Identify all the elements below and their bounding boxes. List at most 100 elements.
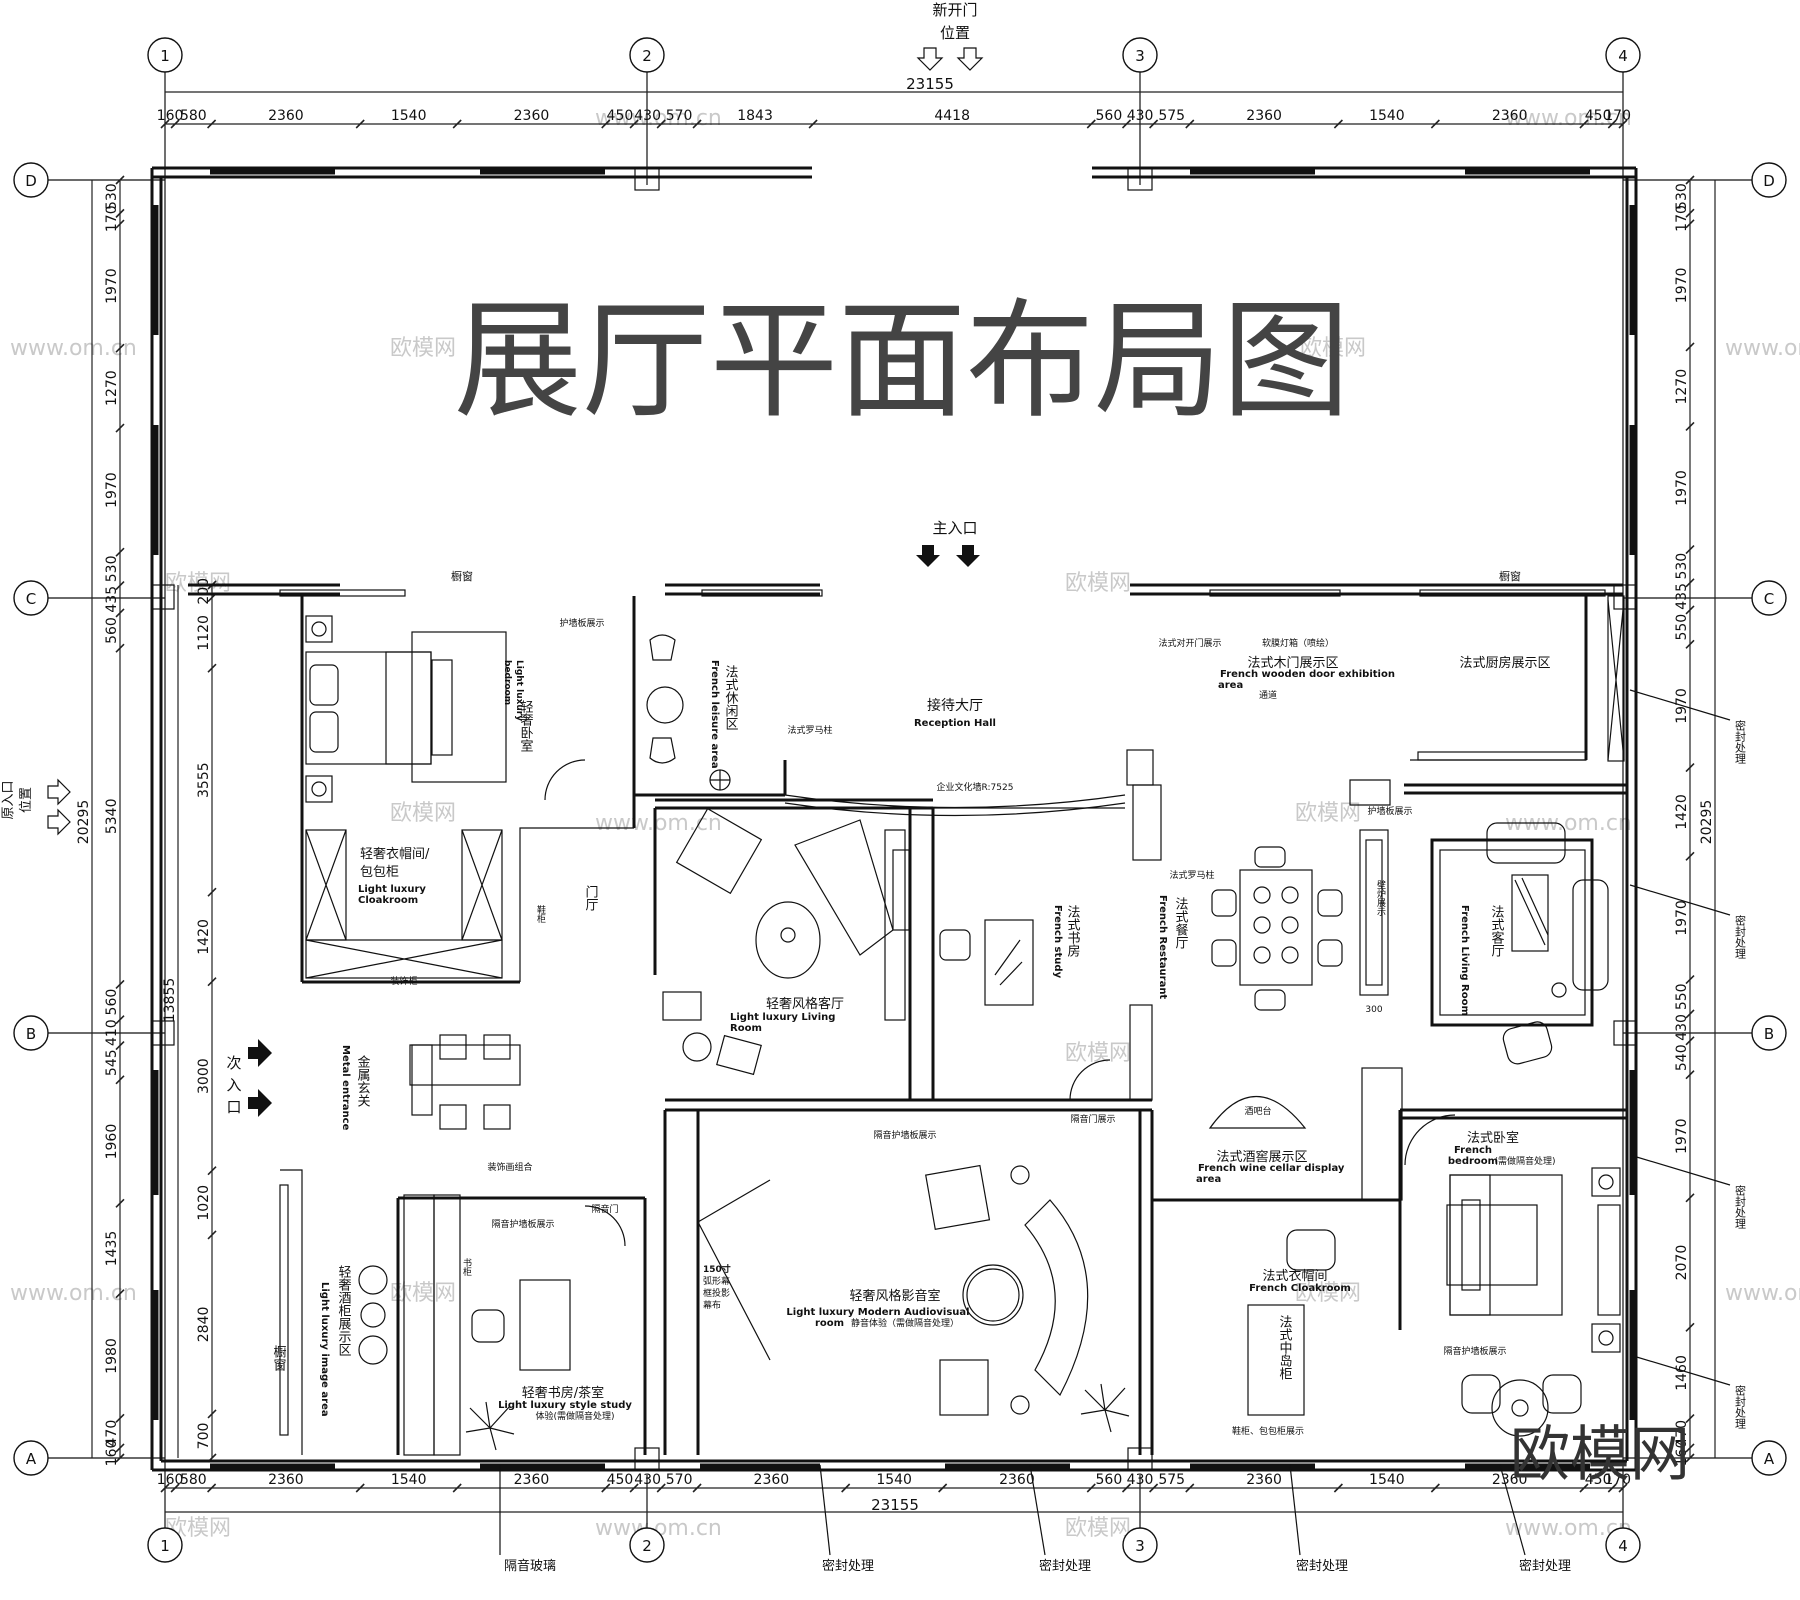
grid-col-label: 3 xyxy=(1135,47,1145,65)
grid-row-label: A xyxy=(1764,1450,1775,1468)
kitchen-label: 法式厨房展示区 xyxy=(1459,655,1550,671)
dimension-value: 530 xyxy=(1674,553,1690,580)
fireplace-label: 壁炉展示 xyxy=(1375,879,1386,916)
watermark: 欧模网 xyxy=(1065,1516,1131,1541)
grid-row-label: D xyxy=(1763,172,1775,190)
sound-door-label: 隔音门展示 xyxy=(1070,1113,1115,1125)
bed-icon xyxy=(1449,1174,1563,1316)
grid-lines xyxy=(48,70,1752,1528)
dimension-value: 3555 xyxy=(196,762,212,798)
grid-row-label: C xyxy=(26,590,36,608)
lr-bedroom-label: 轻奢卧室 xyxy=(518,700,534,752)
dimension-value: 570 xyxy=(666,108,693,124)
sound-panel-label: 隔音护墙板展示 xyxy=(491,1218,554,1230)
lr-study-label: 轻奢书房/茶室 xyxy=(522,1385,604,1401)
grid-col-label: 4 xyxy=(1618,47,1628,65)
dimension-value: 410 xyxy=(104,1019,120,1046)
cloak-en: Light luxury xyxy=(358,884,426,895)
window-label: 橱窗 xyxy=(271,1345,287,1371)
cinema-label: 轻奢风格影音室 xyxy=(849,1288,940,1304)
plant-icon xyxy=(1080,1383,1130,1433)
dimension-value: 1540 xyxy=(1369,108,1405,124)
dimension-left: 5301701970127019705304355605340560410545… xyxy=(104,175,125,1466)
door-swing xyxy=(1069,1059,1111,1101)
sound-panel-label: 隔音护墙板展示 xyxy=(873,1129,936,1141)
dimension-value: 530 xyxy=(104,183,120,210)
dining-table-icon xyxy=(1239,869,1313,986)
watermark: 欧模网 xyxy=(1295,1281,1361,1306)
window-label: 橱窗 xyxy=(451,569,473,583)
restaurant-label: 法式餐厅 xyxy=(1173,897,1189,949)
side-entry-arrow-icon xyxy=(47,778,71,836)
metal-entrance-en: Metal entrance xyxy=(340,1045,351,1131)
dimension-value: 170 xyxy=(104,205,120,232)
grid-row-label: D xyxy=(25,172,37,190)
dimension-value: 170 xyxy=(1604,108,1631,124)
dimension-value: 2360 xyxy=(1246,108,1282,124)
door-swing xyxy=(544,759,586,801)
passage-label: 通道 xyxy=(1259,689,1277,701)
watermark-url: www.om.cn xyxy=(10,1281,137,1306)
dimension-value: 430 xyxy=(1674,1014,1690,1041)
roman-column-label: 法式罗马柱 xyxy=(1169,869,1214,881)
lr-study-en: Light luxury style study xyxy=(498,1400,632,1411)
dimension-value: 430 xyxy=(634,108,661,124)
dimension-value: 470 xyxy=(1674,1420,1690,1447)
dimension-value: 1970 xyxy=(1674,1118,1690,1154)
culture-wall-label: 企业文化墙R:7525 xyxy=(937,781,1014,793)
left-height-a: 13855 xyxy=(162,978,178,1023)
reception-label: 接待大厅 xyxy=(927,697,983,714)
dimension-value: 550 xyxy=(1674,983,1690,1010)
screen-note: 150寸 xyxy=(703,1263,731,1275)
page-title: 展厅平面布局图 xyxy=(454,287,1350,436)
total-width-top: 23155 xyxy=(906,75,954,93)
dimension-value: 2070 xyxy=(1674,1245,1690,1281)
watermark-layer: 欧模网 欧模网 欧模网 欧模网 欧模网 欧模网 欧模网 欧模网 欧模网 欧模网 … xyxy=(10,106,1800,1541)
dimension-value: 4418 xyxy=(934,108,970,124)
dimension-value: 1540 xyxy=(1369,1472,1405,1488)
roman-column-label: 法式罗马柱 xyxy=(787,724,832,736)
side-entry-label: 位置 xyxy=(19,787,34,813)
watermark-url: www.om.cn xyxy=(1505,106,1632,131)
dimension-value: 1970 xyxy=(1674,470,1690,506)
fr-bedroom-label: 法式卧室 xyxy=(1467,1130,1519,1146)
dimension-value: 2360 xyxy=(999,1472,1035,1488)
sound-panel-label: 隔音护墙板展示 xyxy=(1443,1345,1506,1357)
wine-cabinet-label: 轻奢酒柜展示区 xyxy=(336,1265,352,1356)
wine-cellar-label: 法式酒窖展示区 xyxy=(1216,1149,1307,1165)
watermark: 欧模网 xyxy=(390,336,456,361)
wine-cabinet-en: Light luxury image area xyxy=(319,1282,330,1417)
dimension-value: 560 xyxy=(104,989,120,1016)
dimension-value: 160 xyxy=(157,108,184,124)
dimension-value: 575 xyxy=(1158,108,1185,124)
watermark-url: www.om.cn xyxy=(1725,336,1800,361)
watermark-url: www.om.cn xyxy=(1725,1281,1800,1306)
screen-note: 弧形幕 xyxy=(703,1275,730,1287)
cloak-en: Cloakroom xyxy=(358,895,418,906)
shoe-bag-label: 鞋柜、包包柜展示 xyxy=(1232,1425,1304,1437)
sound-door-label: 隔音门 xyxy=(591,1203,618,1215)
dimension-value: 1540 xyxy=(391,1472,427,1488)
foyer-label: 门厅 xyxy=(583,885,599,911)
dimension-value: 435 xyxy=(1674,583,1690,610)
dimension-value: 1980 xyxy=(104,1338,120,1374)
cinema-note: 静音体验（需做隔音处理） xyxy=(851,1317,959,1329)
dimension-value: 450 xyxy=(1585,108,1612,124)
fr-cloak-label: 法式衣帽间 xyxy=(1262,1268,1327,1284)
grid-row-label: A xyxy=(26,1450,37,1468)
sound-glass-label: 隔音玻璃 xyxy=(504,1558,556,1574)
wooden-door-en: area xyxy=(1218,680,1243,691)
dimension-value: 470 xyxy=(104,1420,120,1447)
fr-cloak-en: French Cloakroom xyxy=(1249,1283,1351,1294)
door-display-label: 法式对开门展示 xyxy=(1158,637,1221,649)
watermark: 欧模网 xyxy=(390,1281,456,1306)
armchair-icon xyxy=(675,807,763,895)
screen-note: 框投影 xyxy=(703,1287,730,1299)
seal-label: 密封处理 xyxy=(822,1558,874,1574)
dimension-value: 1120 xyxy=(196,615,212,651)
dimension-value: 550 xyxy=(1674,614,1690,641)
bar-label: 酒吧台 xyxy=(1244,1105,1271,1117)
dimension-value: 1960 xyxy=(104,1124,120,1160)
cinema-en: room xyxy=(815,1318,844,1329)
